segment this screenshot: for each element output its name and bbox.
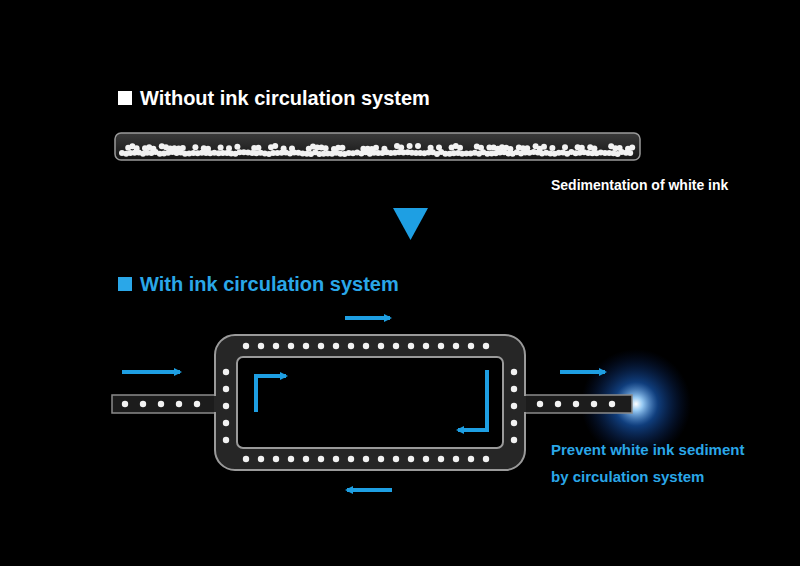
ink-particle bbox=[591, 401, 597, 407]
ink-particle bbox=[243, 343, 249, 349]
ink-particle bbox=[573, 401, 579, 407]
ink-particles bbox=[122, 343, 615, 462]
ink-particle bbox=[363, 456, 369, 462]
ink-particles bbox=[119, 143, 635, 157]
ink-particle bbox=[511, 420, 517, 426]
ink-particle bbox=[423, 343, 429, 349]
ink-particle bbox=[140, 401, 146, 407]
ink-particle bbox=[629, 145, 635, 151]
ink-particle bbox=[627, 150, 633, 156]
ink-particle bbox=[273, 456, 279, 462]
ink-particle bbox=[318, 343, 324, 349]
ink-particle bbox=[288, 456, 294, 462]
ink-particle bbox=[457, 145, 463, 151]
down-triangle bbox=[393, 208, 428, 240]
ink-tube bbox=[115, 133, 640, 160]
ink-particle bbox=[223, 403, 229, 409]
ink-particle bbox=[234, 144, 240, 150]
ink-particle bbox=[453, 343, 459, 349]
ink-particle bbox=[303, 343, 309, 349]
ink-particle bbox=[393, 456, 399, 462]
ink-particle bbox=[468, 343, 474, 349]
circulation-loop bbox=[215, 335, 525, 470]
ink-particle bbox=[393, 343, 399, 349]
ink-particle bbox=[272, 143, 278, 149]
ink-particle bbox=[541, 144, 547, 150]
ink-particle bbox=[339, 145, 345, 151]
ink-particle bbox=[223, 386, 229, 392]
bullet-square bbox=[118, 277, 132, 291]
ink-particle bbox=[537, 401, 543, 407]
ink-particle bbox=[511, 437, 517, 443]
note-label: Prevent white ink sediment by circulatio… bbox=[551, 436, 763, 490]
ink-particle bbox=[288, 343, 294, 349]
ink-particle bbox=[303, 456, 309, 462]
flow-arrow bbox=[256, 376, 286, 412]
ink-particle bbox=[468, 456, 474, 462]
ink-particle bbox=[609, 401, 615, 407]
ink-particle bbox=[192, 144, 198, 150]
ink-particle bbox=[176, 401, 182, 407]
ink-particle bbox=[549, 145, 555, 151]
ink-particle bbox=[223, 420, 229, 426]
ink-particle bbox=[378, 343, 384, 349]
ink-particle bbox=[562, 144, 568, 150]
ink-particle bbox=[333, 456, 339, 462]
ink-particle bbox=[453, 456, 459, 462]
ink-particle bbox=[555, 401, 561, 407]
ink-particle bbox=[180, 145, 186, 151]
ink-particle bbox=[483, 343, 489, 349]
ink-particle bbox=[407, 143, 413, 149]
ink-particle bbox=[194, 401, 200, 407]
note-label: Sedimentation of white ink bbox=[551, 177, 728, 193]
bullet-square bbox=[118, 91, 132, 105]
ink-particle bbox=[218, 145, 224, 151]
flow-arrow bbox=[345, 316, 390, 320]
ink-particle bbox=[511, 386, 517, 392]
ink-particle bbox=[408, 456, 414, 462]
ink-particle bbox=[348, 456, 354, 462]
flow-arrows bbox=[122, 318, 605, 490]
ink-particle bbox=[333, 343, 339, 349]
ink-particle bbox=[273, 343, 279, 349]
ink-particle bbox=[223, 437, 229, 443]
section-heading: Without ink circulation system bbox=[140, 87, 430, 110]
pipe-joint bbox=[214, 396, 220, 412]
ink-particle bbox=[438, 343, 444, 349]
ink-particle bbox=[511, 369, 517, 375]
flow-arrow bbox=[458, 370, 487, 430]
ink-particle bbox=[378, 456, 384, 462]
ink-particle bbox=[243, 456, 249, 462]
ink-particle bbox=[415, 143, 421, 149]
ink-particle bbox=[122, 401, 128, 407]
ink-particle bbox=[223, 369, 229, 375]
outlet-pipe bbox=[522, 395, 632, 413]
ink-particle bbox=[258, 343, 264, 349]
ink-particle bbox=[483, 456, 489, 462]
ink-particle bbox=[158, 401, 164, 407]
ink-particle bbox=[423, 456, 429, 462]
flow-arrow bbox=[560, 370, 605, 374]
ink-particle bbox=[318, 456, 324, 462]
ink-particle bbox=[511, 403, 517, 409]
ink-particle bbox=[348, 343, 354, 349]
flow-arrow bbox=[122, 370, 180, 374]
ink-particle bbox=[438, 456, 444, 462]
section-heading: With ink circulation system bbox=[140, 273, 399, 296]
inlet-pipe bbox=[112, 395, 218, 413]
ink-particle bbox=[363, 343, 369, 349]
ink-particle bbox=[258, 456, 264, 462]
ink-particle bbox=[408, 343, 414, 349]
ink-particle bbox=[323, 145, 329, 151]
flow-arrow bbox=[347, 488, 392, 492]
ink-particle bbox=[226, 145, 232, 151]
pipe-joint bbox=[520, 396, 526, 412]
loop-inner bbox=[237, 357, 503, 448]
